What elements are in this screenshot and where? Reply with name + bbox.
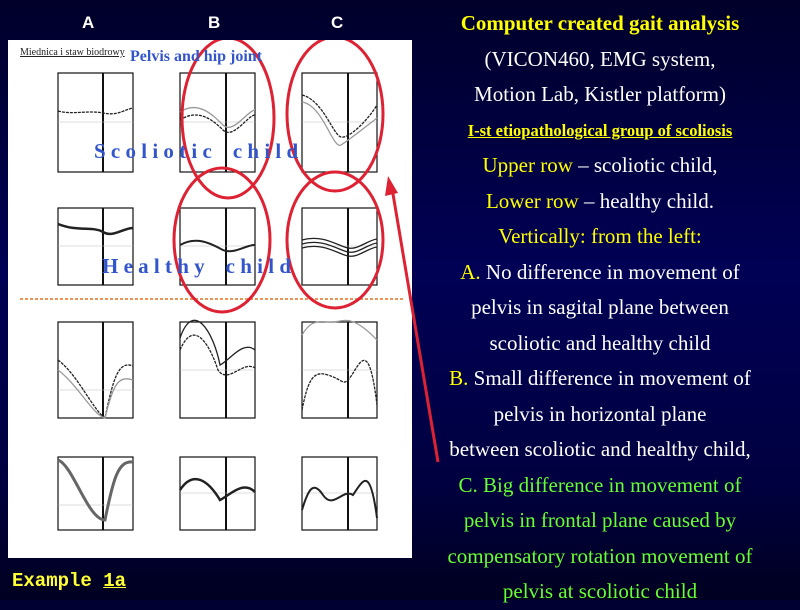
text-line: (VICON460, EMG system, xyxy=(484,46,716,71)
graph-curves xyxy=(57,94,378,522)
text-line: Upper row – scoliotic child, xyxy=(400,148,800,184)
b-key: B. xyxy=(449,366,469,390)
text-line: pelvis in horizontal plane xyxy=(493,401,707,426)
a-text: No difference in movement of xyxy=(480,259,740,284)
text-line: Vertically: from the left: xyxy=(498,224,702,248)
gait-graphs-panel: Miednica i staw biodrowy Pelvis and hip … xyxy=(8,40,412,558)
column-label-a: A xyxy=(82,13,95,32)
upper-row-key: Upper row xyxy=(482,153,573,177)
graph-b1 xyxy=(179,72,256,173)
text-line: pelvis at scoliotic child xyxy=(502,579,698,603)
graph-c1 xyxy=(301,72,378,173)
text-line: A. No difference in movement of xyxy=(400,255,800,291)
text-line: scoliotic and healthy child xyxy=(489,330,711,355)
lower-row-val: – healthy child. xyxy=(578,188,715,213)
lower-row-key: Lower row xyxy=(485,188,579,213)
example-prefix: Example xyxy=(12,570,104,592)
graph-b4 xyxy=(179,456,256,531)
scoliotic-child-label: S c o l i o t i c c h i l d xyxy=(94,139,299,163)
graph-a1 xyxy=(57,72,134,173)
graph-a4 xyxy=(57,456,134,531)
slide-title: Computer created gait analysis xyxy=(460,11,740,35)
pelvis-hip-title: Pelvis and hip joint xyxy=(130,48,263,65)
healthy-child-label: H e a l t h y c h i l d xyxy=(102,254,292,278)
graph-a2 xyxy=(57,207,134,286)
text-line: C. Big difference in movement of xyxy=(458,472,742,497)
text-line: Lower row – healthy child. xyxy=(400,184,800,220)
graph-c2 xyxy=(301,207,378,286)
column-label-c: C xyxy=(331,13,344,32)
circle-c-upper xyxy=(285,40,385,193)
graph-c4 xyxy=(301,456,378,531)
graph-a3 xyxy=(57,321,134,419)
circle-b-upper xyxy=(180,40,276,200)
graph-zero-lines xyxy=(58,121,377,506)
example-link[interactable]: 1a xyxy=(103,570,127,592)
text-line: pelvis in sagital plane between xyxy=(471,295,729,319)
description-text: Computer created gait analysis (VICON460… xyxy=(400,6,800,610)
upper-row-val: – scoliotic child, xyxy=(572,153,718,177)
column-label-b: B xyxy=(208,13,221,32)
text-line: between scoliotic and healthy child, xyxy=(449,437,751,461)
text-line: pelvis in frontal plane caused by xyxy=(463,508,737,532)
a-key: A. xyxy=(460,259,481,284)
b-text: Small difference in movement of xyxy=(468,366,751,390)
gait-graphs xyxy=(20,40,403,531)
example-label: Example 1a xyxy=(12,570,126,592)
text-line: compensatory rotation movement of xyxy=(447,543,753,568)
text-line: Motion Lab, Kistler platform) xyxy=(474,82,726,106)
text-line: B. Small difference in movement of xyxy=(400,361,800,397)
panel-caption: Miednica i staw biodrowy xyxy=(20,47,125,58)
circle-b-lower xyxy=(172,166,272,314)
highlight-circles xyxy=(172,40,385,314)
circle-c-lower xyxy=(285,170,385,310)
group-heading: I-st etiopathological group of scoliosis xyxy=(467,120,733,140)
graph-b2 xyxy=(179,207,256,286)
